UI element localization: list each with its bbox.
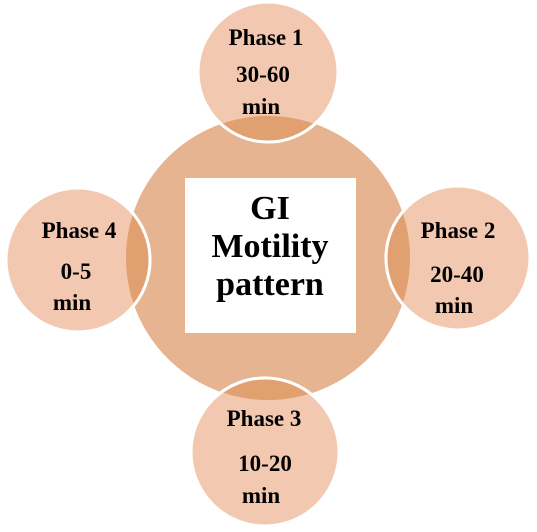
phase-2-title: Phase 2 — [421, 218, 496, 243]
center-label-line-2: Motility — [211, 228, 328, 265]
center-label-line-3: pattern — [216, 266, 324, 303]
phase-2-duration-line-2: min — [435, 293, 474, 318]
phase-4-duration-line-1: 0-5 — [61, 259, 92, 284]
phase-4-duration-line-2: min — [53, 290, 92, 315]
center-label-line-1: GI — [250, 190, 290, 227]
phase-3-duration-line-1: 10-20 — [238, 451, 292, 476]
phase-2-node: Phase 2 20-40 min — [384, 184, 532, 332]
phase-4-overlap — [126, 186, 152, 334]
phase-1-duration-line-1: 30-60 — [236, 62, 290, 87]
center-label-box — [185, 178, 356, 333]
phase-1-duration-line-2: min — [242, 94, 281, 119]
phase-3-overlap — [189, 376, 341, 400]
phase-3-title: Phase 3 — [227, 406, 302, 431]
phase-4-title: Phase 4 — [42, 218, 117, 243]
phase-2-overlap — [384, 184, 410, 332]
phase-1-overlap — [196, 116, 340, 144]
phase-1-title: Phase 1 — [229, 25, 304, 50]
phase-1-node: Phase 1 30-60 min — [196, 0, 340, 144]
phase-4-node: Phase 4 0-5 min — [4, 186, 152, 334]
phase-3-node: Phase 3 10-20 min — [189, 376, 341, 528]
phase-2-duration-line-1: 20-40 — [430, 262, 484, 287]
phase-3-duration-line-2: min — [242, 483, 281, 508]
